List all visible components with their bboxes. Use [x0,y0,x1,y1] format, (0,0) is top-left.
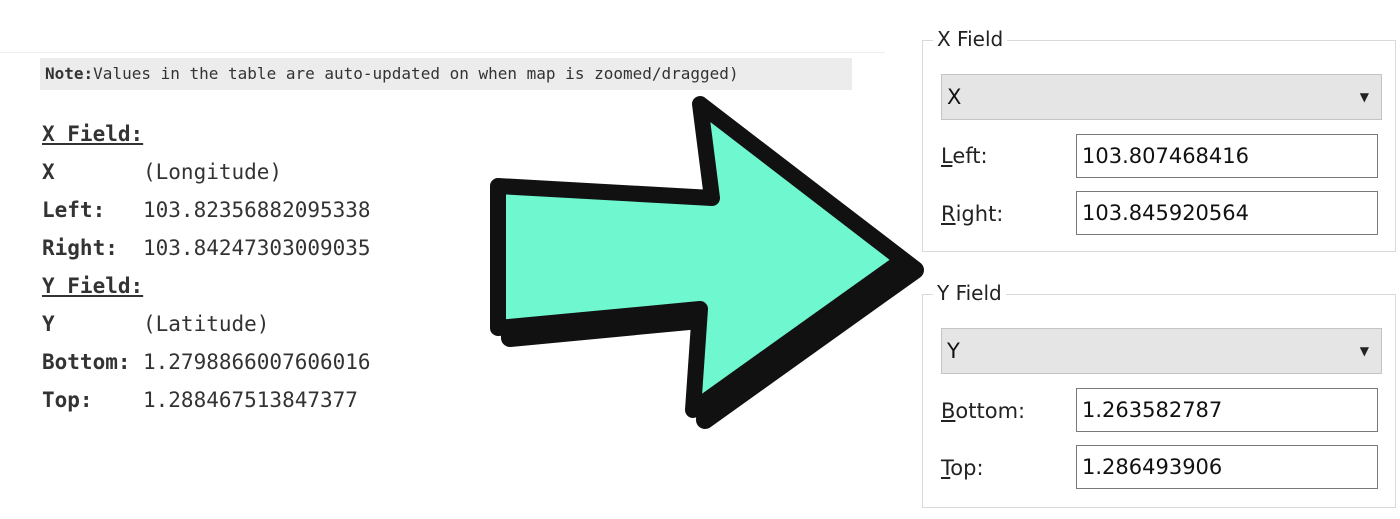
y-field-group: Y Field Y ▼ Bottom: 1.263582787 Top: 1.2… [922,281,1396,508]
top-row-label: Top: [42,388,93,412]
chevron-down-icon: ▼ [1359,90,1369,104]
code-output-panel: Note:Values in the table are auto-update… [0,52,885,412]
left-input[interactable]: 103.807468416 [1076,134,1378,178]
left-label-text: eft: [952,144,988,168]
top-row-value: 1.288467513847377 [143,388,358,412]
top-input[interactable]: 1.286493906 [1076,445,1378,489]
bottom-label: Bottom: [941,399,1025,423]
right-label: Right: [941,202,1003,226]
top-label: Top: [941,456,984,480]
divider [0,52,885,53]
right-label-text: ight: [955,202,1004,226]
note-text: Values in the table are auto-updated on … [93,64,739,83]
y-field-select[interactable]: Y ▼ [941,328,1382,374]
y-field-select-value: Y [947,339,960,363]
x-field-group: X Field X ▼ Left: 103.807468416 Right: 1… [922,27,1396,252]
right-input[interactable]: 103.845920564 [1076,191,1378,235]
x-row-label: X [42,160,55,184]
arrow-body [490,96,911,418]
right-row-label: Right: [42,236,118,260]
right-arrow-icon [490,96,924,429]
y-row-value: (Latitude) [143,312,270,336]
bottom-input[interactable]: 1.263582787 [1076,388,1378,432]
bottom-row-value: 1.2798866007606016 [143,350,371,374]
y-row-label: Y [42,312,55,336]
x-field-heading: X Field: [42,122,144,146]
x-field-select[interactable]: X ▼ [941,74,1382,120]
right-row-value: 103.84247303009035 [143,236,371,260]
note-banner: Note:Values in the table are auto-update… [40,58,852,90]
top-label-text: op: [950,456,984,480]
note-label: Note: [45,64,94,83]
x-field-legend: X Field [933,27,1008,51]
left-row-value: 103.82356882095338 [143,198,371,222]
left-label: Left: [941,144,988,168]
x-field-select-value: X [947,85,962,109]
top-label-accelerator: T [941,456,951,480]
chevron-down-icon: ▼ [1359,344,1369,358]
left-row-label: Left: [42,198,106,222]
bottom-label-accelerator: B [941,399,956,423]
x-row-value: (Longitude) [143,160,283,184]
right-label-accelerator: R [941,202,956,226]
y-field-heading: Y Field: [42,274,144,298]
y-field-legend: Y Field [933,281,1006,305]
left-label-accelerator: L [941,144,953,168]
bottom-label-text: ottom: [955,399,1026,423]
bottom-row-label: Bottom: [42,350,131,374]
